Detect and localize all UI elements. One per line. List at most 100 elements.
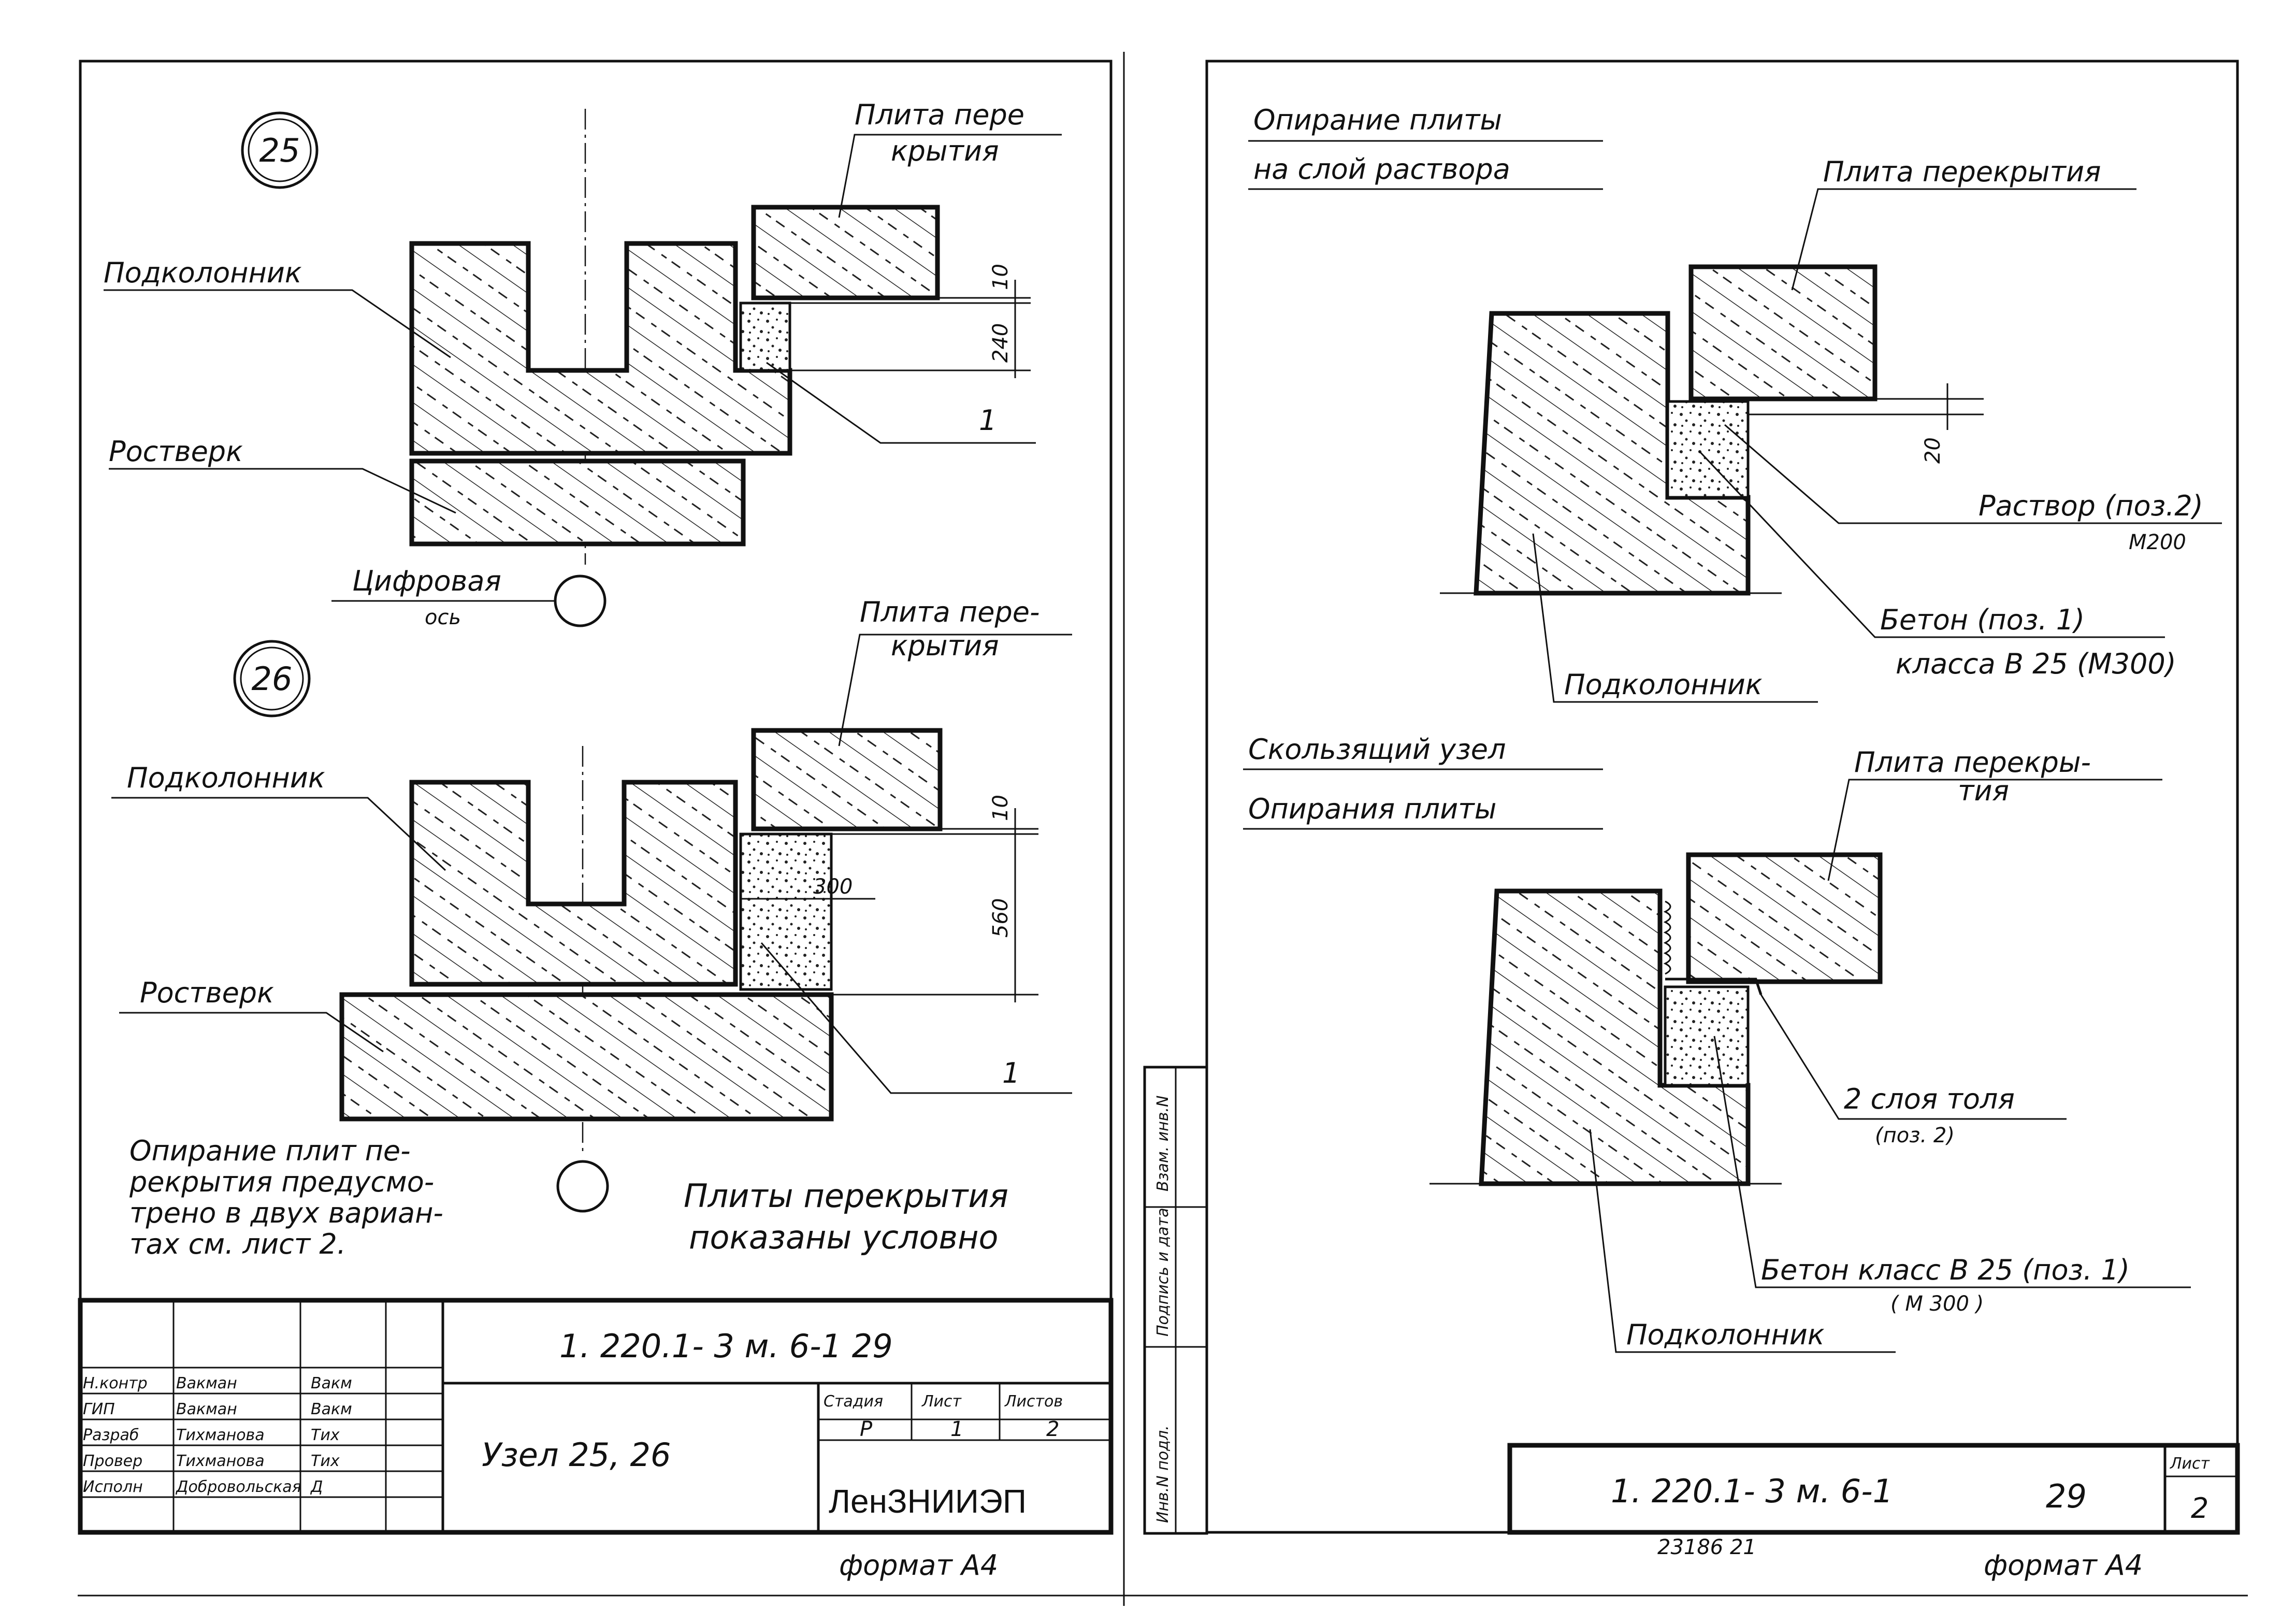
slab-26 (751, 728, 943, 831)
label-pos-26: 1 (1002, 1057, 1020, 1089)
right-sheet: Опирание плиты на слой раствора Плита пе… (1143, 60, 2240, 1582)
label-plita-26: Плита пере- (860, 596, 1039, 628)
rtb-code: 1. 220.1- 3 м. 6-1 (1611, 1472, 1893, 1510)
side-stamp-1: Инв.N подл. (1154, 1425, 1172, 1523)
mortar-25 (739, 301, 791, 372)
d2-slab (1686, 852, 1883, 984)
side-stamp-3: Взам. инв.N (1154, 1096, 1172, 1191)
detail-2: Скользящий узел Опирания плиты Плита пер… (1243, 733, 2191, 1353)
tb-stage: Р (860, 1417, 873, 1441)
d1-title-1: Опирание плиты (1253, 104, 1502, 136)
d2-spring (1663, 900, 1671, 975)
d1-mortar (1666, 400, 1750, 499)
d2-title-2: Опирания плиты (1248, 793, 1496, 825)
d2-title-1: Скользящий узел (1248, 733, 1506, 766)
d2-layers-1: 2 слоя толя (1844, 1083, 2015, 1115)
side-stamp: Взам. инв.N Подпись и дата Инв.N подл. (1143, 1066, 1208, 1535)
d1-slab (1688, 264, 1878, 401)
tb-sign-3: Тих (311, 1426, 340, 1444)
tb-sheets: 2 (1046, 1417, 1059, 1441)
d1-mortar-2: М200 (2129, 530, 2186, 554)
tb-name-4: Тихманова (176, 1452, 265, 1470)
rtb-sheet: 2 (2191, 1492, 2208, 1525)
d1-concrete-1: Бетон (поз. 1) (1880, 604, 2085, 636)
label-axis-1: Цифровая (352, 565, 501, 597)
node-26-number: 26 (252, 660, 293, 698)
node-26: 26 Подколонник Ростверк Плита пере- крыт… (111, 596, 1072, 1213)
d1-plita: Плита перекрытия (1823, 155, 2101, 188)
tb-sign-5: Д (310, 1478, 323, 1496)
d2-concrete-2: ( М 300 ) (1890, 1292, 1984, 1316)
d2-podkolonnik-label: Подколонник (1626, 1318, 1825, 1351)
tb-sign-2: Вакм (311, 1400, 352, 1418)
rostverk-25 (409, 458, 746, 547)
dim-10-25: 10 (989, 264, 1013, 290)
slab-25 (751, 205, 940, 300)
tb-name-1: Вакман (176, 1374, 237, 1392)
dim-10-26: 10 (989, 795, 1013, 821)
tb-org: ЛенЗНИИЭП (829, 1483, 1027, 1520)
left-format: формат А4 (839, 1549, 998, 1582)
tb-sheet-head: Лист (921, 1392, 962, 1411)
label-podkolonnik-26: Подколонник (127, 762, 325, 794)
podkolonnik-25 (409, 241, 792, 456)
label-pos-25: 1 (979, 404, 997, 437)
label-width-26: 300 (813, 875, 853, 899)
label-axis-2: ось (425, 606, 461, 629)
rostverk-26 (339, 992, 834, 1122)
tb-stage-head: Стадия (824, 1392, 883, 1411)
detail-1: Опирание плиты на слой раствора Плита пе… (1248, 104, 2222, 703)
note-left-3: трено в двух вариан- (129, 1197, 443, 1229)
label-podkolonnik-25: Подколонник (104, 256, 302, 289)
label-rostverk-26: Ростверк (140, 976, 274, 1009)
note-left-4: тах см. лист 2. (129, 1228, 346, 1260)
label-plita-25b: крытия (891, 135, 999, 167)
node-25-number: 25 (259, 132, 300, 169)
note-right-1: Плиты перекрытия (684, 1177, 1008, 1215)
d2-mortar (1664, 985, 1750, 1087)
mortar-26 (739, 832, 833, 991)
tb-name-3: Тихманова (176, 1426, 265, 1444)
d1-concrete-2: класса В 25 (М300) (1896, 648, 2176, 680)
left-title-block: Н.контр Вакман Вакм ГИП Вакман Вакм Разр… (78, 1298, 1114, 1535)
note-left-2: рекрытия предусмо- (129, 1166, 434, 1198)
tb-code: 1. 220.1- 3 м. 6-1 29 (559, 1327, 893, 1365)
rtb-num: 29 (2046, 1477, 2087, 1515)
left-sheet: 25 Подколонник Ростверк Плита пере крыти… (78, 60, 1114, 1582)
tb-sign-4: Тих (311, 1452, 340, 1470)
podkolonnik-26 (409, 780, 738, 987)
dim-560-26: 560 (989, 898, 1013, 938)
d1-dim: 20 (1921, 437, 1945, 464)
label-plita-25: Плита пере (855, 98, 1024, 131)
tb-name-2: Вакман (176, 1400, 237, 1418)
d2-plita-1: Плита перекры- (1854, 746, 2091, 779)
tb-title: Узел 25, 26 (482, 1436, 671, 1474)
d2-concrete-1: Бетон класс В 25 (поз. 1) (1761, 1254, 2130, 1286)
d1-mortar-1: Раствор (поз.2) (1979, 490, 2203, 522)
rtb-sheet-head: Лист (2170, 1455, 2211, 1473)
tb-role-1: Н.контр (83, 1374, 148, 1392)
tb-name-5: Добровольская (175, 1478, 301, 1496)
tb-role-2: ГИП (83, 1400, 115, 1418)
note-right-2: показаны условно (689, 1218, 998, 1256)
right-title-block: 1. 220.1- 3 м. 6-1 29 Лист 2 (1507, 1443, 2240, 1535)
d1-podkolonnik-label: Подколонник (1564, 668, 1763, 701)
d2-tol (1665, 978, 1763, 995)
right-format: формат А4 (1984, 1549, 2143, 1582)
node-25: 25 Подколонник Ростверк Плита пере крыти… (104, 98, 1062, 629)
dim-240-25: 240 (989, 323, 1013, 363)
tb-sheet: 1 (950, 1417, 963, 1441)
tb-role-5: Исполн (83, 1478, 143, 1496)
tb-role-4: Провер (83, 1452, 142, 1470)
tb-sign-1: Вакм (311, 1374, 352, 1392)
tb-sheets-head: Листов (1004, 1392, 1063, 1411)
d2-layers-2: (поз. 2) (1875, 1124, 1955, 1147)
note-left-1: Опирание плит пе- (129, 1134, 411, 1167)
tb-role-3: Разраб (83, 1426, 139, 1444)
right-bottom-code: 23186 21 (1657, 1535, 1756, 1559)
d1-title-2: на слой раствора (1253, 153, 1510, 185)
notes-left: Опирание плит пе- рекрытия предусмо- тре… (129, 1134, 1008, 1260)
side-stamp-2: Подпись и дата (1154, 1208, 1172, 1337)
label-rostverk-25: Ростверк (109, 435, 243, 468)
